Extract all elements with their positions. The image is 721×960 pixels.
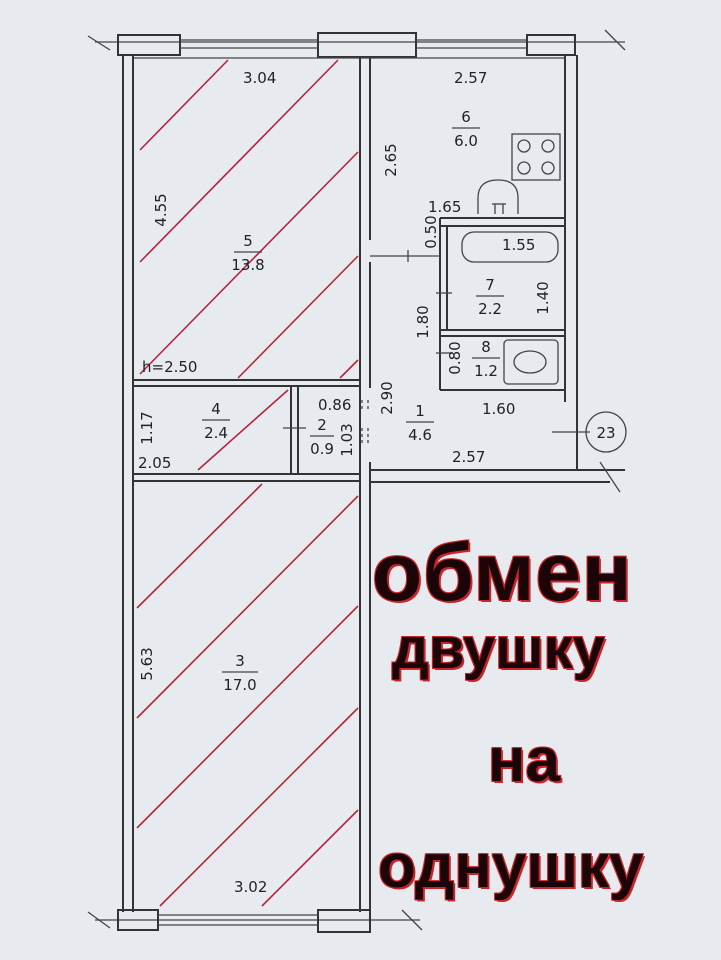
room-7-label: 7 2.2 — [476, 276, 504, 318]
ceiling-height: h=2.50 — [142, 358, 197, 376]
room-4-label: 4 2.4 — [202, 400, 230, 442]
room-2-area: 0.9 — [310, 440, 334, 458]
room-4-area: 2.4 — [204, 424, 228, 442]
overlay-line-3: на — [488, 726, 560, 795]
room-8-label: 8 1.2 — [472, 338, 500, 380]
room-2-number: 2 — [317, 416, 327, 434]
room-6-number: 6 — [461, 108, 471, 126]
room-6-area: 6.0 — [454, 132, 478, 150]
partitions — [133, 217, 590, 482]
doorway-marks — [361, 400, 369, 444]
top-wall — [87, 29, 626, 58]
dim-room3-bottom: 3.02 — [234, 878, 267, 896]
room-5-number: 5 — [243, 232, 253, 250]
room-3-label: 3 17.0 — [222, 652, 258, 694]
dim-room5-top: 3.04 — [243, 69, 276, 87]
room-1-area: 4.6 — [408, 426, 432, 444]
dim-hall-180: 1.80 — [414, 305, 432, 338]
room-3-number: 3 — [235, 652, 245, 670]
dimension-labels: 3.04 2.57 4.55 2.65 1.65 0.50 1.55 1.40 … — [138, 69, 552, 896]
room-8-area: 1.2 — [474, 362, 498, 380]
dim-wc-080: 0.80 — [446, 341, 464, 374]
room-3-area: 17.0 — [223, 676, 256, 694]
dim-hall-bottom: 2.57 — [452, 448, 485, 466]
dim-closet-103: 1.03 — [338, 423, 356, 456]
hatch-room-5 — [139, 59, 359, 379]
dim-room4-bottom: 2.05 — [138, 454, 171, 472]
stove-icon — [511, 133, 561, 181]
room-8-number: 8 — [481, 338, 491, 356]
toilet-icon — [503, 339, 559, 385]
dim-room6-left: 2.65 — [382, 143, 400, 176]
kitchen-sink-icon — [477, 179, 519, 214]
room-7-area: 2.2 — [478, 300, 502, 318]
dim-bath-height: 1.40 — [534, 281, 552, 314]
overlay-line-4: однушку — [378, 832, 644, 901]
dim-hall-160: 1.60 — [482, 400, 515, 418]
dim-kitchen-inner: 1.65 — [428, 198, 461, 216]
room-7-number: 7 — [485, 276, 495, 294]
dim-room4-left: 1.17 — [138, 411, 156, 444]
dim-bath-width: 1.55 — [502, 236, 535, 254]
room-2-label: 2 0.9 — [310, 416, 334, 458]
dim-wall-050: 0.50 — [422, 215, 440, 248]
bottom-wall — [87, 909, 423, 933]
overlay-line-1: обмен — [372, 527, 633, 618]
room-6-label: 6 6.0 — [452, 108, 480, 150]
hatch-room-3 — [136, 483, 359, 907]
dim-closet-086: 0.86 — [318, 396, 351, 414]
stair-number: 23 — [596, 424, 615, 442]
bathtub-icon — [461, 231, 559, 263]
dim-room6-top: 2.57 — [454, 69, 487, 87]
dim-room3-left: 5.63 — [138, 647, 156, 680]
room-1-number: 1 — [415, 402, 425, 420]
room-5-area: 13.8 — [231, 256, 264, 274]
room-5-label: 5 13.8 — [231, 232, 264, 274]
overlay-line-2: двушку — [392, 616, 605, 681]
dim-room5-left: 4.55 — [152, 193, 170, 226]
dim-hall-290: 2.90 — [378, 381, 396, 414]
hatch-room-4 — [197, 389, 289, 471]
outer-walls — [122, 55, 625, 912]
room-1-label: 1 4.6 — [406, 402, 434, 444]
stair-marker: 23 — [585, 411, 627, 453]
room-4-number: 4 — [211, 400, 221, 418]
